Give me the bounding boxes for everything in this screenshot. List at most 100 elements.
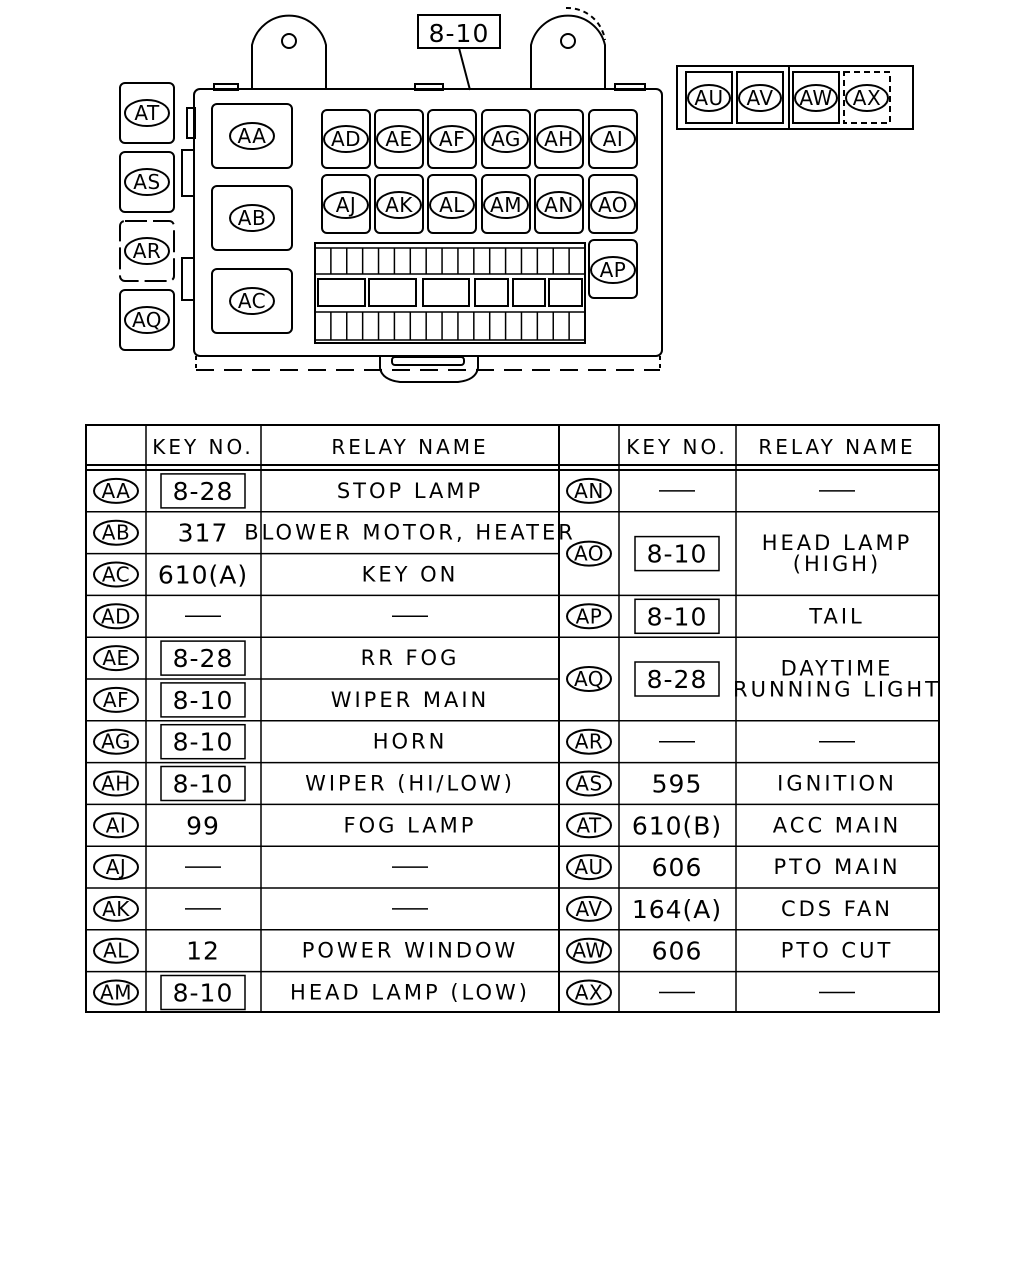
key-no-cell: 99 [186, 811, 220, 840]
right-mounting-ear [530, 14, 606, 88]
key-no-value: 317 [178, 519, 229, 548]
relay-tag-at: AT [566, 812, 612, 839]
key-no-value: 8-10 [173, 770, 234, 799]
relay-tag-am: AM [483, 191, 529, 219]
relay-tag-label: AS [575, 772, 602, 796]
key-no-cell: 8-10 [160, 974, 246, 1011]
relay-tag-label: AC [102, 563, 130, 587]
relay-name-value: RR FOG [361, 646, 460, 670]
left-mounting-hole [281, 33, 297, 49]
relay-tag-af: AF [93, 686, 139, 713]
relay-name-cell: WIPER MAIN [331, 688, 487, 712]
relay-tag-af: AF [429, 125, 475, 153]
relay-tag-label: AB [102, 521, 130, 545]
relay-tag-aw: AW [794, 84, 838, 112]
relay-tag-label: AE [102, 646, 129, 670]
relay-tag-av: AV [566, 895, 612, 922]
key-no-cell: 8-10 [160, 723, 246, 760]
relay-tag-label: AN [544, 193, 574, 217]
key-no-cell: 317 [178, 519, 229, 548]
relay-tag-aa: AA [229, 122, 275, 150]
box-key-no: 8-10 [429, 19, 490, 48]
relay-name-cell: — [819, 740, 855, 743]
table-row: AR — — [566, 728, 855, 755]
key-no-cell: — [659, 991, 695, 994]
left-mounting-ear [251, 14, 327, 88]
relay-tag-ao: AO [590, 191, 636, 219]
relay-tag-ap: AP [590, 256, 636, 284]
relay-tag-as: AS [566, 770, 612, 797]
key-no-cell: — [659, 740, 695, 743]
key-no-value: 8-10 [647, 540, 708, 569]
relay-tag-label: AK [102, 897, 130, 921]
relay-tag-label: AP [576, 604, 603, 628]
relay-tag-label: AM [100, 981, 132, 1005]
key-no-value: 8-28 [173, 644, 234, 673]
relay-tag-au: AU [687, 84, 731, 112]
relay-tag-label: AT [134, 101, 160, 125]
relay-tag-at: AT [124, 99, 170, 127]
relay-tag-ap: AP [566, 603, 612, 630]
table-row: AE 8-28 RR FOG [93, 640, 460, 676]
key-no-value: 8-10 [647, 602, 708, 631]
key-no-value: 99 [186, 811, 220, 840]
relay-tag-label: AR [133, 239, 162, 263]
box-key-no-frame [417, 14, 501, 49]
key-no-cell: 595 [652, 770, 703, 799]
relay-name-cell: STOP LAMP [337, 479, 483, 503]
relay-tag-ax: AX [845, 84, 889, 112]
relay-tag-ah: AH [536, 125, 582, 153]
relay-tag-ab: AB [93, 519, 139, 546]
relay-tag-ar: AR [124, 237, 170, 265]
relay-tag-ak: AK [93, 895, 139, 922]
relay-tag-label: AP [600, 258, 627, 282]
key-no-value: 595 [652, 770, 703, 799]
table-row: AK—— [93, 895, 428, 922]
relay-tag-label: AU [574, 855, 603, 879]
relay-name-value: RUNNING LIGHT [733, 678, 941, 702]
relay-name-cell: HORN [373, 730, 448, 754]
relay-tag-label: AT [576, 813, 602, 837]
relay-tag-ac: AC [93, 561, 139, 588]
relay-tag-av: AV [738, 84, 782, 112]
relay-name-value: HORN [373, 730, 448, 754]
relay-tag-aw: AW [566, 937, 612, 964]
relay-tag-aq: AQ [566, 666, 612, 692]
relay-tag-as: AS [124, 168, 170, 196]
relay-tag-ax: AX [566, 979, 612, 1006]
header-key-no-right: KEY NO. [626, 435, 728, 459]
relay-name-value: HEAD LAMP [762, 531, 913, 555]
relay-tag-aj: AJ [323, 191, 369, 219]
relay-name-cell: TAIL [808, 604, 861, 628]
relay-tag-label: AH [101, 772, 131, 796]
relay-name-cell: FOG LAMP [344, 813, 474, 837]
relay-name-cell: ACC MAIN [773, 813, 898, 837]
relay-tag-label: AL [103, 939, 129, 963]
relay-name-value: STOP LAMP [337, 479, 483, 503]
relay-tag-ae: AE [93, 645, 139, 672]
key-no-value: 610(A) [158, 561, 248, 590]
relay-tag-ae: AE [376, 125, 422, 153]
relay-tag-label: AL [439, 193, 465, 217]
key-no-cell: 606 [652, 937, 702, 966]
key-no-cell: 8-28 [160, 640, 246, 676]
relay-tag-label: AD [331, 127, 361, 151]
relay-name-value: KEY ON [362, 563, 459, 587]
relay-tag-ad: AD [93, 603, 139, 630]
table-row: AJ—— [93, 854, 428, 881]
relay-tag-ar: AR [566, 728, 612, 755]
relay-tag-ad: AD [323, 125, 369, 153]
relay-tag-aa: AA [93, 477, 139, 504]
external-relay-housing [676, 65, 914, 130]
key-no-value: 8-28 [173, 477, 234, 506]
key-no-cell: 606 [652, 853, 702, 882]
table-row: AC 610(A) KEY ON [93, 561, 459, 590]
